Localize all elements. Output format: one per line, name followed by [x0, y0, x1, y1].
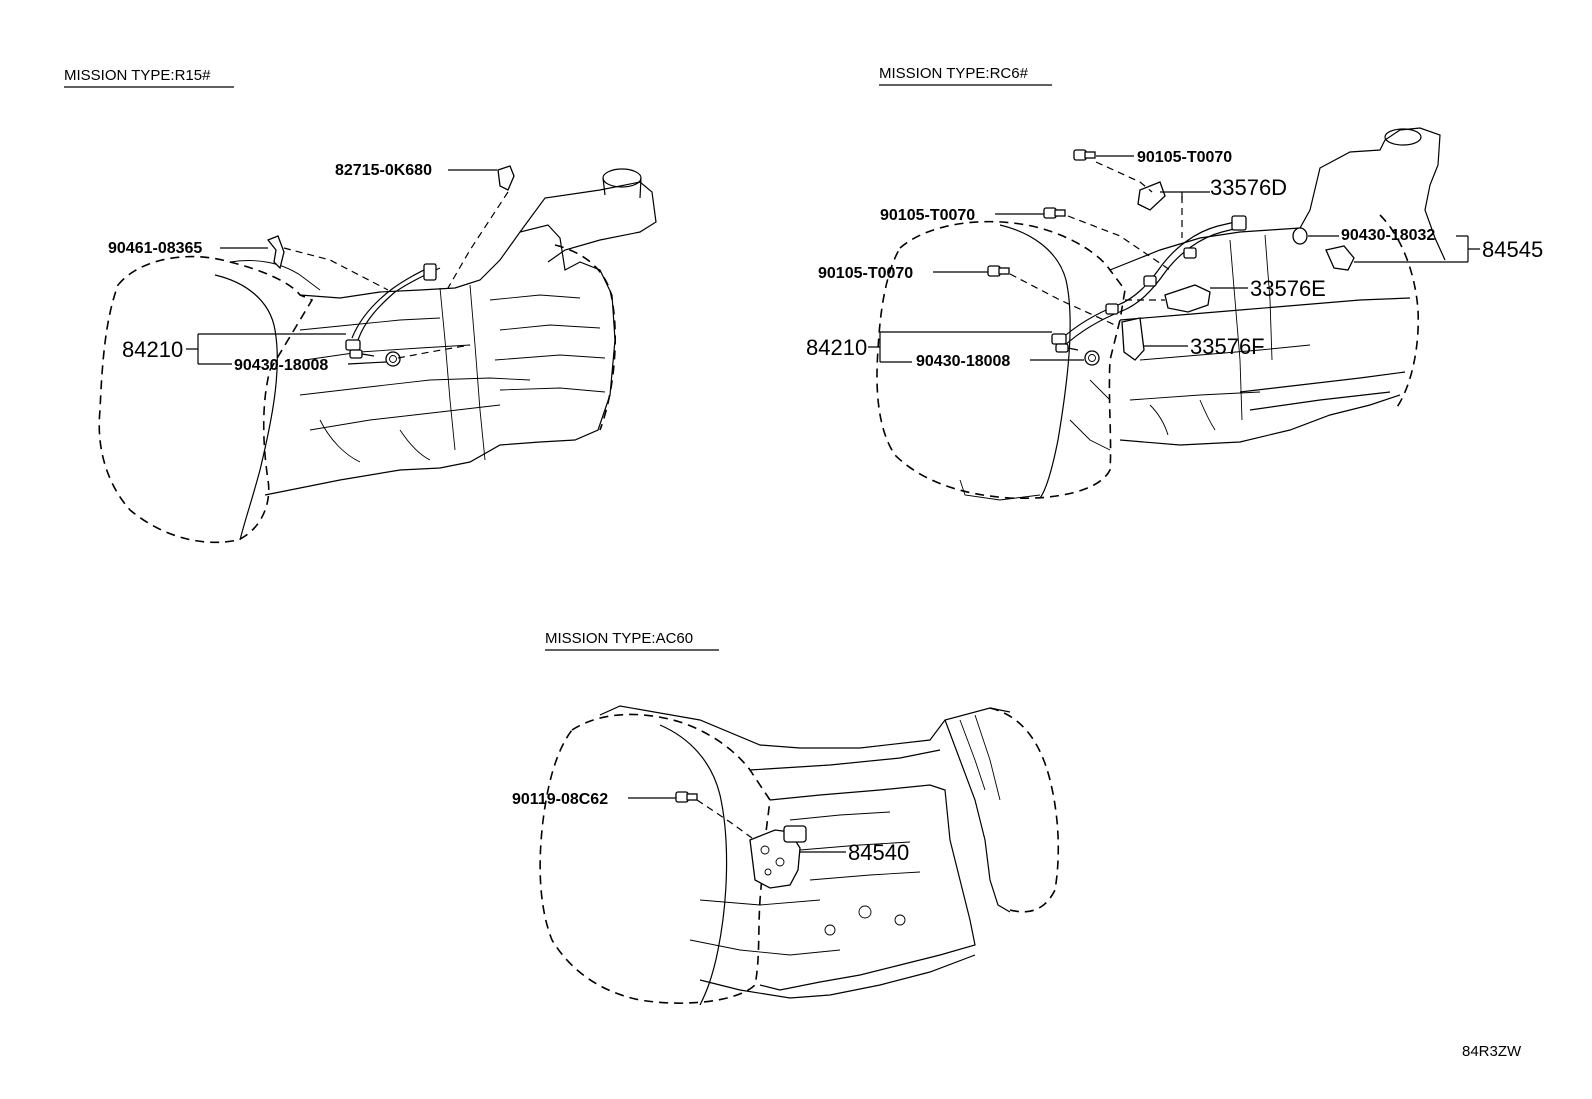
transmission-r15-drawing	[98, 165, 657, 544]
part-label-33576f[interactable]: 33576F	[1190, 334, 1265, 359]
part-label-90105-t0070-low[interactable]: 90105-T0070	[818, 265, 913, 282]
bracket-leader	[186, 333, 346, 365]
part-label-90461-08365[interactable]: 90461-08365	[108, 240, 202, 257]
part-label-84210[interactable]: 84210	[122, 337, 183, 362]
part-label-82715-0k680[interactable]: 82715-0K680	[335, 162, 432, 179]
transmission-ac60-drawing	[539, 705, 1060, 1006]
part-label-90430-18008-rc6[interactable]: 90430-18008	[916, 353, 1010, 370]
bracket-leader	[868, 331, 1052, 363]
part-label-90105-t0070-top[interactable]: 90105-T0070	[1137, 149, 1232, 166]
part-label-84545[interactable]: 84545	[1482, 237, 1543, 262]
part-label-90430-18032[interactable]: 90430-18032	[1341, 227, 1435, 244]
section-r15: MISSION TYPE:R15#	[64, 67, 657, 544]
part-label-84540[interactable]: 84540	[848, 840, 909, 865]
part-label-90105-t0070-mid[interactable]: 90105-T0070	[880, 207, 975, 224]
part-label-84210-rc6[interactable]: 84210	[806, 335, 867, 360]
section-title-rc6: MISSION TYPE:RC6#	[879, 65, 1029, 82]
bracket-leader	[1354, 235, 1480, 263]
section-ac60: MISSION TYPE:AC60	[512, 630, 1060, 1006]
part-label-33576e[interactable]: 33576E	[1250, 276, 1326, 301]
part-label-33576d[interactable]: 33576D	[1210, 175, 1287, 200]
leader	[1160, 191, 1210, 200]
transmission-rc6-drawing	[876, 127, 1446, 501]
part-label-90119-08c62[interactable]: 90119-08C62	[512, 791, 608, 808]
section-title-ac60: MISSION TYPE:AC60	[545, 630, 693, 647]
diagram-code: 84R3ZW	[1462, 1043, 1522, 1060]
leader	[347, 361, 387, 365]
section-title-r15: MISSION TYPE:R15#	[64, 67, 211, 84]
part-label-90430-18008[interactable]: 90430-18008	[234, 357, 328, 374]
section-rc6: MISSION TYPE:RC6#	[806, 65, 1543, 501]
